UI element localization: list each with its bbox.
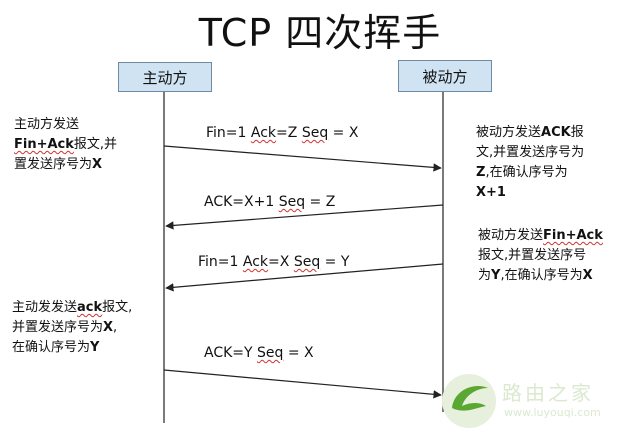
note-left-1-line-2: Fin+Ack报文,并 [14, 135, 117, 155]
note-right-2-line-1: 被动方发送Fin+Ack [478, 226, 603, 246]
note-right-1-ack-value: X+1 [476, 185, 506, 200]
participant-right-label: 被动方 [422, 67, 468, 86]
message-1-mid: =Z [276, 125, 302, 141]
note-right-2-line-3: 为Y,在确认序号为X [478, 266, 603, 286]
note-active-send-ack: 主动发发送ack报文, 并置发送序号为X, 在确认序号为Y [12, 298, 132, 358]
participant-left-box: 主动方 [118, 62, 212, 92]
message-label-3: Fin=1 Ack=X Seq = Y [198, 254, 349, 270]
note-right-2-line-2: 报文,并置发送序号 [478, 248, 587, 263]
note-left-2-comma: , [113, 320, 118, 335]
message-4-seq: Seq [257, 345, 284, 361]
note-left-1-fin-ack: Fin+Ack [14, 137, 74, 152]
message-1-seq: Seq [301, 125, 329, 141]
note-right-1-ack: ACK [541, 125, 571, 140]
note-right-1-text: 被动方发送 [476, 125, 542, 140]
message-1-prefix: Fin=1 [206, 125, 251, 141]
message-4-prefix: ACK=Y [204, 345, 258, 361]
note-left-2-text: 主动发发送 [12, 300, 78, 315]
note-right-1-seq-value: Z [476, 165, 486, 180]
note-right-2-text: 被动方发送 [478, 228, 544, 243]
arrow-msg-3 [165, 263, 444, 292]
note-left-1-line-3: 置发送序号为X [14, 155, 117, 175]
note-right-1-line-2: 文,并置发送序号为 [476, 145, 585, 160]
note-left-1-seq-value: X [92, 157, 103, 172]
note-active-send-fin: 主动方发送 Fin+Ack报文,并 置发送序号为X [14, 115, 117, 175]
message-2-prefix: ACK=X+1 [204, 194, 279, 210]
note-passive-send-ack: 被动方发送ACK报 文,并置发送序号为 Z,在确认序号为 X+1 [476, 123, 584, 203]
note-left-2-line-2: 并置发送序号为X, [12, 318, 132, 338]
note-left-1-rest: 报文,并 [73, 137, 118, 152]
message-3-prefix: Fin=1 [198, 254, 243, 270]
diagram-title: TCP 四次挥手 [198, 11, 442, 55]
note-right-2-seq-value: Y [491, 268, 501, 283]
message-3-ack: Ack [242, 254, 269, 270]
note-right-1-line-4: X+1 [476, 183, 584, 203]
message-2-suffix: = Z [305, 194, 336, 210]
message-1-ack: Ack [250, 125, 277, 141]
message-4-suffix: = X [283, 345, 314, 361]
participant-right-box: 被动方 [398, 60, 492, 92]
note-left-2-seq-text: 并置发送序号为 [12, 320, 104, 335]
note-left-2-rest: 报文, [102, 300, 133, 315]
participant-left-label: 主动方 [142, 68, 188, 87]
message-1-suffix: = X [328, 125, 359, 141]
arrow-msg-1 [163, 145, 442, 172]
message-label-4: ACK=Y Seq = X [204, 345, 314, 361]
watermark-text: 路由之家 [502, 381, 594, 405]
watermark-logo-icon [442, 374, 496, 428]
note-right-1-line-3: Z,在确认序号为 [476, 163, 584, 183]
note-left-2-line-3: 在确认序号为Y [12, 338, 132, 358]
note-right-2-for: 为 [478, 268, 492, 283]
note-right-2-fin-ack: Fin+Ack [543, 228, 603, 243]
message-3-seq: Seq [293, 254, 321, 270]
note-right-2-ack-text: ,在确认序号为 [500, 268, 583, 283]
note-left-1-seq-text: 置发送序号为 [14, 157, 93, 172]
message-3-suffix: = Y [320, 254, 350, 270]
note-right-1-ack-text: ,在确认序号为 [485, 165, 568, 180]
arrow-msg-4 [163, 369, 442, 399]
message-label-2: ACK=X+1 Seq = Z [204, 194, 335, 210]
note-left-2-seq-value: X [103, 320, 114, 335]
watermark-url: www.luyouqi.com [504, 406, 601, 419]
note-right-1-line-1: 被动方发送ACK报 [476, 123, 584, 143]
note-left-2-line-1: 主动发发送ack报文, [12, 298, 132, 318]
message-3-mid: =X [268, 254, 294, 270]
note-right-2-ack-value: X [582, 268, 593, 283]
note-left-2-ack: ack [77, 300, 103, 315]
note-passive-send-fin: 被动方发送Fin+Ack 报文,并置发送序号 为Y,在确认序号为X [478, 226, 603, 286]
message-2-seq: Seq [278, 194, 306, 210]
arrow-msg-2 [165, 204, 444, 230]
message-label-1: Fin=1 Ack=Z Seq = X [206, 125, 358, 141]
note-left-2-ack-value: Y [90, 340, 100, 355]
note-right-1-rest: 报 [570, 125, 584, 140]
note-left-2-ack-text: 在确认序号为 [12, 340, 91, 355]
note-left-1-line-1: 主动方发送 [14, 117, 80, 132]
